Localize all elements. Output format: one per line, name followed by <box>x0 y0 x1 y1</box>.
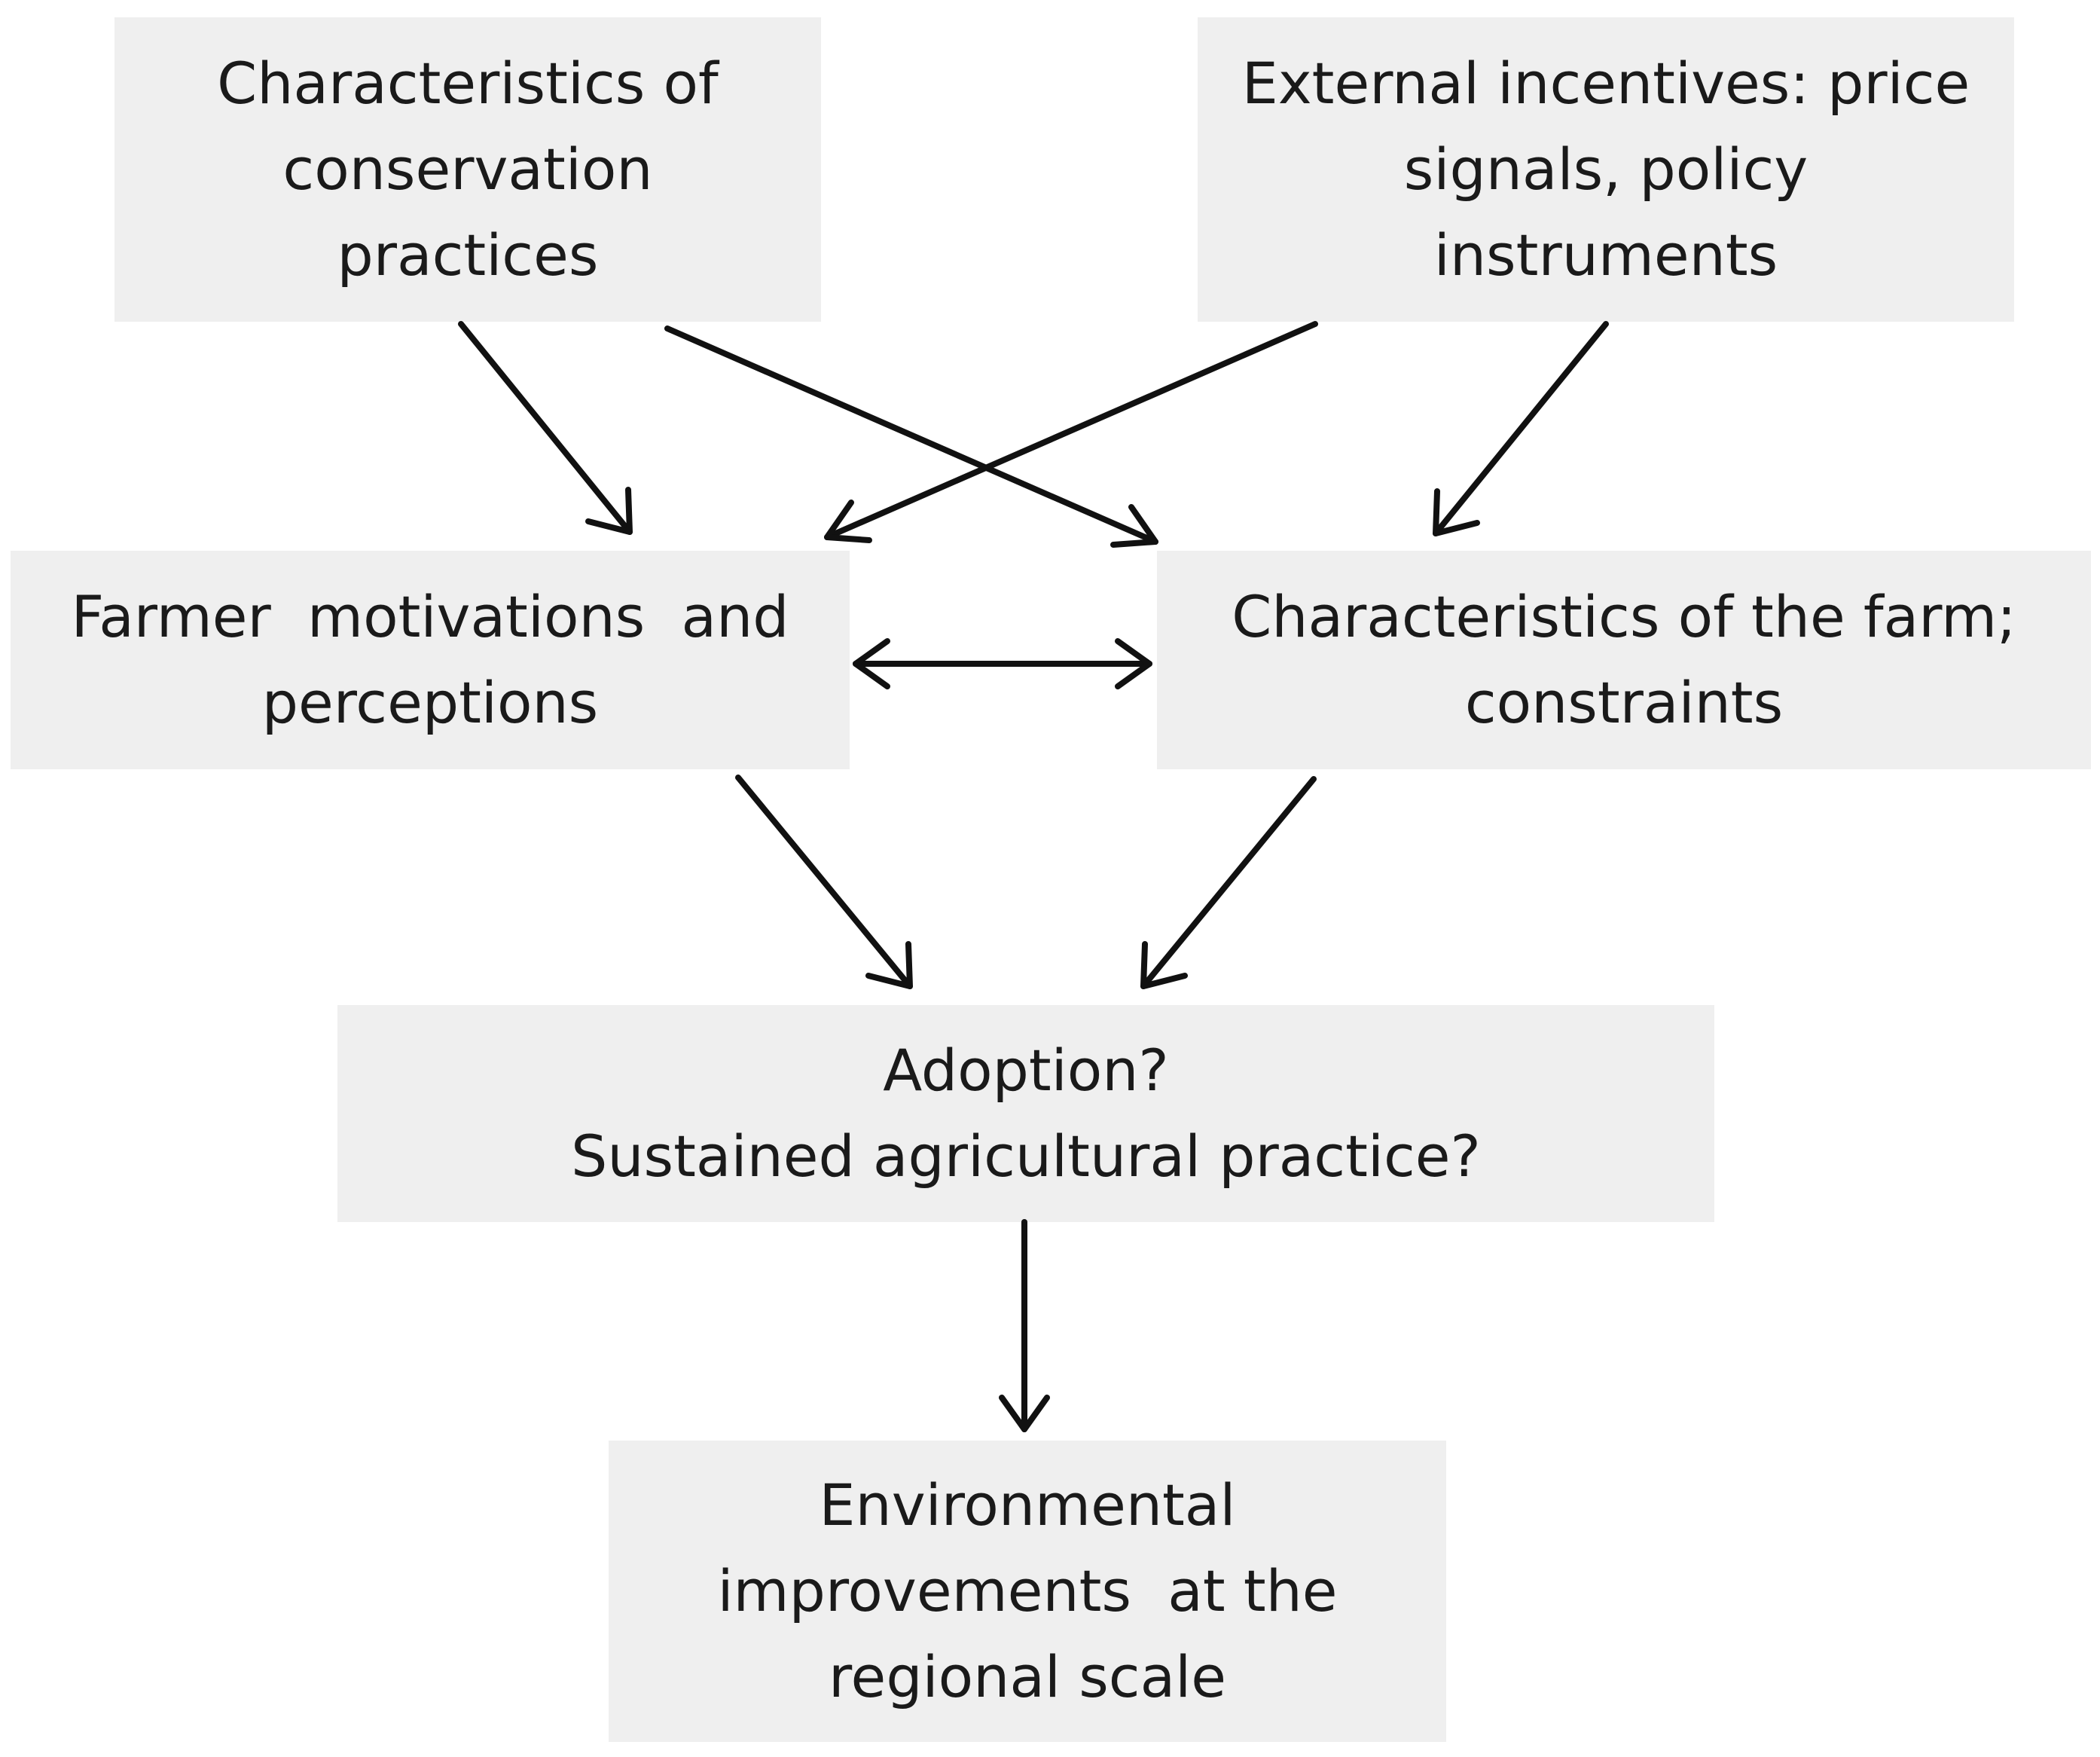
arrow-conservation-to-farm <box>664 325 1158 548</box>
arrow-adoption-to-environment <box>999 1219 1050 1432</box>
node-environment-line-3: regional scale <box>828 1643 1227 1710</box>
node-motivations-line-2: perceptions <box>261 669 599 736</box>
arrow-incentives-to-farm <box>1433 321 1609 536</box>
arrow-conservation-to-motivations <box>458 321 633 535</box>
node-environmental-improvements: Environmental improvements at the region… <box>609 1441 1446 1742</box>
node-adoption: Adoption? Sustained agricultural practic… <box>337 1005 1714 1222</box>
node-incentives-line-3: instruments <box>1433 222 1778 289</box>
node-farmer-motivations: Farmer motivations and perceptions <box>11 551 850 769</box>
node-environment-line-2: improvements at the <box>717 1557 1338 1624</box>
arrow-motivations-farm-bidirectional <box>853 638 1152 689</box>
node-conservation-line-2: conservation <box>282 136 653 203</box>
node-adoption-line-2: Sustained agricultural practice? <box>571 1123 1481 1190</box>
node-conservation-practices: Characteristics of conservation practice… <box>114 17 821 322</box>
arrow-motivations-to-adoption <box>735 775 913 989</box>
node-incentives-line-2: signals, policy <box>1403 136 1809 203</box>
node-external-incentives: External incentives: price signals, poli… <box>1198 17 2014 322</box>
node-motivations-line-1: Farmer motivations and <box>71 583 789 650</box>
node-environment-line-1: Environmental <box>819 1471 1236 1539</box>
node-conservation-line-3: practices <box>337 222 599 289</box>
node-farm-line-1: Characteristics of the farm; <box>1232 583 2016 650</box>
node-farm-line-2: constraints <box>1464 669 1784 736</box>
node-farm-characteristics: Characteristics of the farm; constraints <box>1157 551 2091 769</box>
arrow-farm-to-adoption <box>1140 776 1317 989</box>
node-adoption-line-1: Adoption? <box>883 1037 1169 1104</box>
node-incentives-line-1: External incentives: price <box>1241 50 1970 117</box>
node-conservation-line-1: Characteristics of <box>217 50 719 117</box>
arrow-incentives-to-motivations <box>824 321 1318 543</box>
